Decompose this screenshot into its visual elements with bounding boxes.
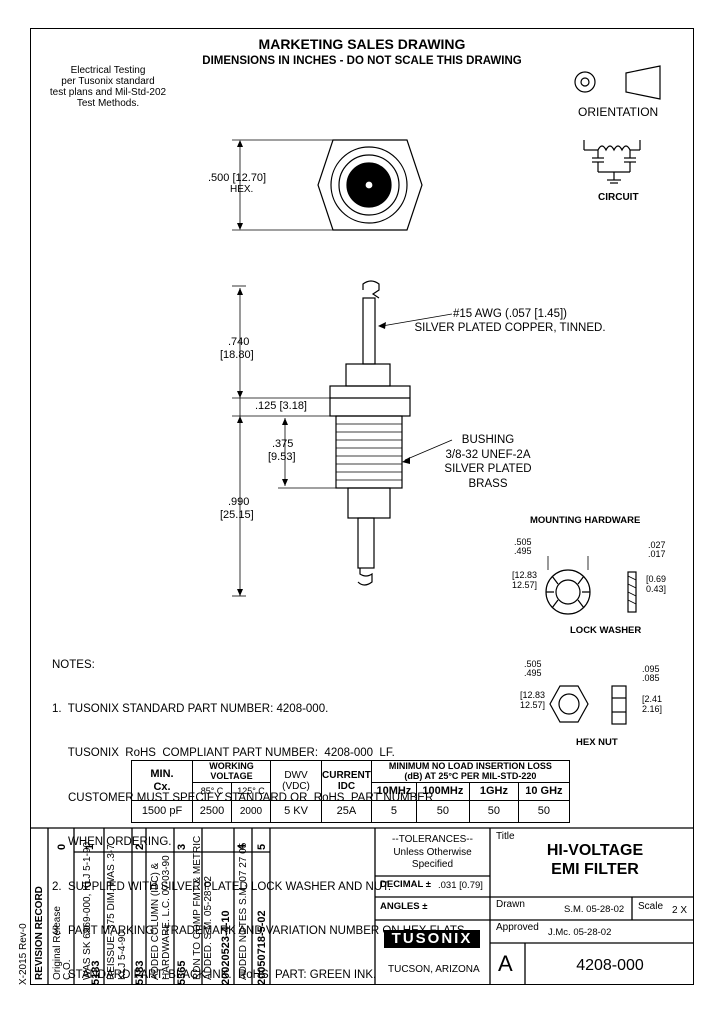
orientation-circle-icon	[574, 71, 596, 93]
rev-reissue-desc1: REISSUE-.375 DIM. WAS .3-7.	[106, 841, 117, 980]
dim-990: .990	[228, 496, 250, 508]
dim-740-mm: [18.80]	[220, 349, 254, 361]
hn-mm2b: 2.16]	[642, 704, 663, 714]
tolerances-title: --TOLERANCES--	[392, 834, 473, 845]
lock-washer-view	[545, 556, 637, 615]
lw-dim1: .505	[514, 537, 532, 547]
rev2-desc2: HARDWARE. L.C. 07-03-90	[161, 855, 172, 980]
hex-top-view	[232, 139, 423, 231]
scale-value: 2 X	[672, 905, 688, 916]
notes-title: NOTES:	[52, 658, 95, 671]
lock-washer-label: LOCK WASHER	[570, 625, 642, 636]
product-title-1: HI-VOLTAGE	[546, 842, 644, 859]
drawing-frame	[30, 28, 694, 985]
orientation-cone-icon	[625, 65, 661, 100]
rev2-num: 2	[134, 843, 146, 850]
lw-mm1b: 12.57]	[512, 580, 538, 590]
rev1-desc1: WAS SK 6969-000, KLJ 5-1-90	[82, 841, 93, 980]
rev2-desc1: ADDED COLUMN (IDC) &	[150, 862, 161, 980]
hex-nut-view	[549, 685, 627, 725]
decimal-value: .031 [0.79]	[438, 880, 483, 891]
dim-125: .125 [3.18]	[255, 400, 307, 412]
rev5-desc1: ADDED NOTES S.M. 07 27 05	[238, 842, 249, 980]
rev5-ecn: 20050718-5-02	[256, 910, 268, 985]
rev3-desc2: ADDED. S.M. 05-28-02	[203, 876, 214, 980]
rev3-num: 3	[176, 843, 188, 850]
drawn-label: Drawn	[496, 899, 525, 910]
hn-dim2: .095	[642, 664, 660, 674]
product-title-2: EMI FILTER	[551, 861, 639, 878]
lw-dim2b: .017	[648, 549, 666, 559]
dim-740: .740	[228, 336, 250, 348]
tolerances-line1: Unless Otherwise	[393, 847, 472, 858]
rev3-ecn: 5365	[176, 960, 188, 985]
angles-label: ANGLES ±	[380, 901, 428, 912]
wire-callout: #15 AWG (.057 [1.45]) SILVER PLATED COPP…	[414, 308, 606, 334]
rev0-num: 0	[56, 843, 68, 850]
hex-nut-label: HEX NUT	[576, 737, 618, 748]
tusonix-logo: TUSONIX	[384, 930, 480, 948]
lw-dim1b: .495	[514, 546, 532, 556]
side-view	[232, 280, 453, 597]
hn-mm1: [12.83	[520, 690, 546, 700]
dim-375: .375	[272, 438, 294, 450]
lw-mm2: [0.69	[646, 574, 667, 584]
title-label: Title	[496, 831, 515, 842]
rev5-num: 5	[256, 843, 268, 850]
drawn-value: S.M. 05-28-02	[564, 904, 625, 915]
location: TUCSON, ARIZONA	[388, 964, 480, 975]
dim-990-mm: [25.15]	[220, 509, 254, 521]
bushing-callout: BUSHING 3/8-32 UNEF-2A SILVER PLATED BRA…	[444, 434, 532, 490]
mounting-hardware-title: MOUNTING HARDWARE	[530, 515, 641, 526]
decimal-label: DECIMAL ±	[380, 879, 431, 890]
revision-record-title: REVISION RECORD	[34, 886, 45, 980]
lw-dim2: .027	[648, 540, 666, 550]
rev-reissue-ecn: 5183	[134, 960, 146, 985]
hn-dim1: .505	[524, 659, 542, 669]
scale-label: Scale	[638, 901, 664, 912]
form-number: X-2015 Rev-0	[18, 923, 29, 985]
hn-dim1b: .495	[524, 668, 542, 678]
drawing-subtitle: DIMENSIONS IN INCHES - DO NOT SCALE THIS…	[202, 55, 522, 67]
testing-note: Electrical Testing per Tusonix standard …	[49, 65, 167, 109]
lw-mm1: [12.83	[512, 570, 538, 580]
drawing-title: MARKETING SALES DRAWING	[258, 36, 466, 52]
approved-label: Approved	[496, 922, 539, 933]
hex-dim-label: HEX.	[230, 184, 254, 195]
rev1-num: 1	[84, 843, 96, 850]
rev0-desc2: C.O.	[62, 959, 73, 980]
orientation-label: ORIENTATION	[578, 105, 659, 119]
hex-dim: .500 [12.70]	[208, 172, 267, 184]
rev4-ecn: 20020523-4-10	[220, 910, 232, 985]
lw-mm2b: 0.43]	[646, 584, 667, 594]
rev1-ecn: 5183	[90, 960, 102, 985]
rev3-desc1: RDN TO COMP FMT & METRIC	[192, 835, 203, 980]
hn-mm2: [2.41	[642, 694, 663, 704]
dim-375-mm: [9.53]	[268, 451, 296, 463]
hn-mm1b: 12.57]	[520, 700, 546, 710]
hn-dim2b: .085	[642, 673, 660, 683]
part-number: 4208-000	[576, 957, 644, 974]
revision-letter: A	[498, 951, 513, 976]
circuit-label: CIRCUIT	[598, 192, 639, 203]
approved-value: J.Mc. 05-28-02	[548, 927, 612, 938]
tolerances-line2: Specified	[411, 859, 454, 870]
circuit-diagram-icon	[583, 140, 641, 184]
rev-reissue-desc2: KLJ 5-4-90	[117, 931, 128, 980]
